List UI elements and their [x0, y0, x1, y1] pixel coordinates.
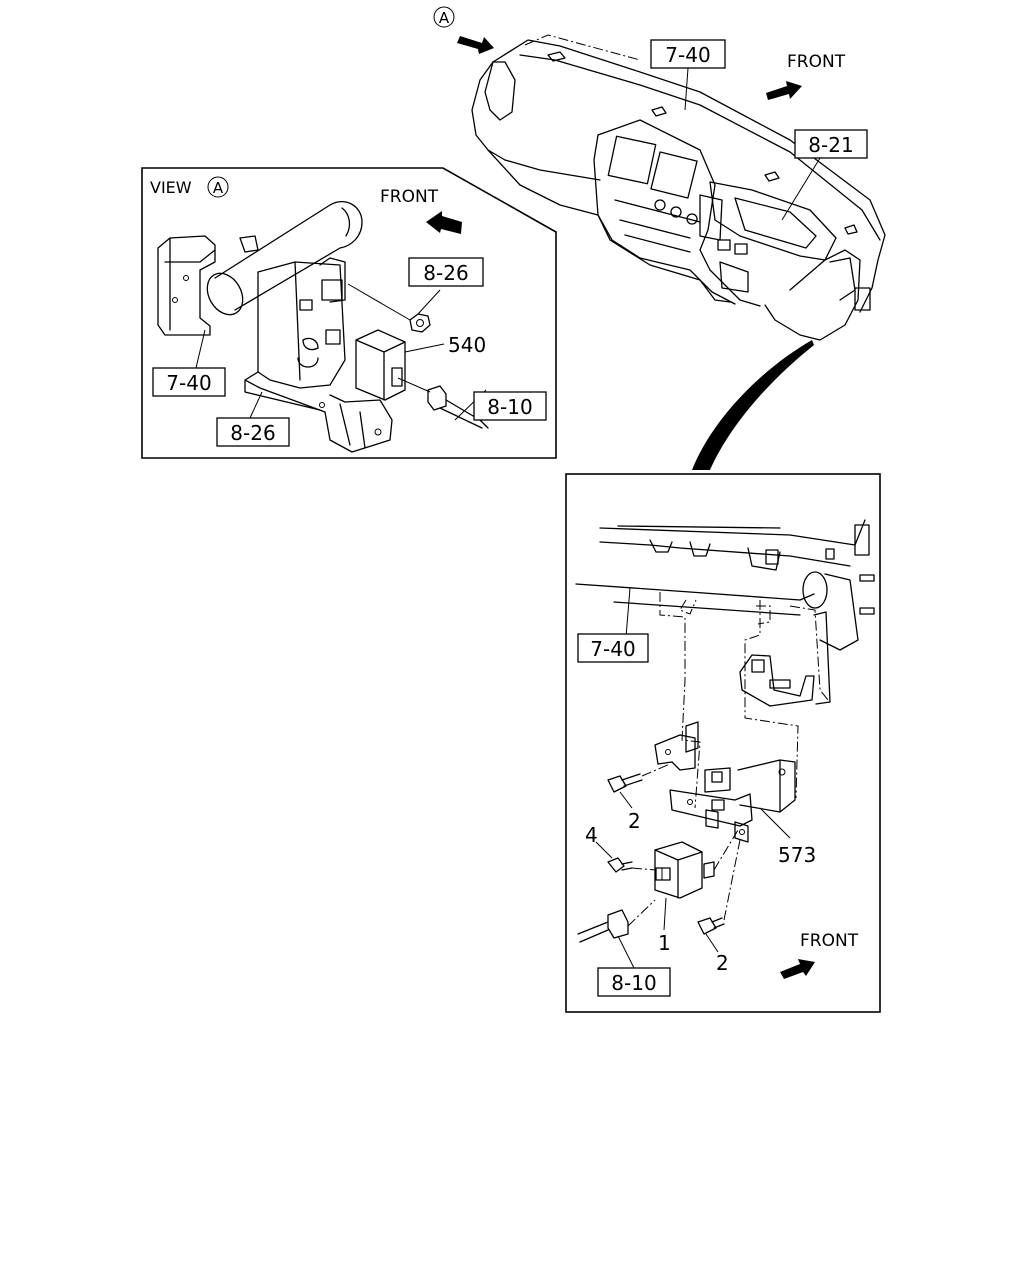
part-2-upper-label: 2 [628, 809, 641, 833]
part-2-lower-label: 2 [716, 951, 729, 975]
ref-8-26-top: 8-26 [408, 257, 484, 287]
ref-8-21-text: 8-21 [808, 133, 853, 157]
ref-8-26-bottom-text: 8-26 [230, 421, 275, 445]
view-a-front-label: FRONT [380, 187, 439, 207]
part-1-label: 1 [658, 931, 671, 955]
ref-8-10-view-a: 8-10 [473, 391, 547, 421]
ref-8-26-bottom: 8-26 [216, 417, 290, 447]
front-arrow-top [766, 81, 802, 100]
arrow-view-direction [457, 36, 494, 54]
detail-panel [565, 473, 881, 1013]
ref-8-21: 8-21 [794, 129, 868, 159]
ref-7-40-view-a-text: 7-40 [166, 371, 211, 395]
part-4-label: 4 [585, 823, 598, 847]
ref-8-26-top-text: 8-26 [423, 261, 468, 285]
ref-7-40-detail-text: 7-40 [590, 637, 635, 661]
ref-7-40-detail: 7-40 [577, 633, 649, 663]
marker-a-top-letter: A [439, 9, 450, 27]
front-arrow-detail [780, 959, 815, 979]
view-a-front-arrow [426, 211, 462, 234]
part-540-label: 540 [448, 333, 486, 357]
dashboard-assembly [471, 34, 886, 341]
ref-8-10-detail: 8-10 [597, 967, 671, 997]
part-573-label: 573 [778, 843, 816, 867]
detail-callout-arrow [692, 340, 814, 470]
marker-a-top: A [433, 6, 455, 28]
front-label-top: FRONT [787, 52, 846, 72]
view-a-title: VIEW [150, 178, 192, 197]
ref-7-40-top-text: 7-40 [665, 43, 710, 67]
ref-7-40-view-a: 7-40 [152, 367, 226, 397]
front-label-detail: FRONT [800, 931, 859, 951]
view-a-marker: A [213, 179, 224, 197]
view-a-panel: VIEW A FRONT [141, 167, 557, 459]
ref-8-10-view-a-text: 8-10 [487, 395, 532, 419]
ref-8-10-detail-text: 8-10 [611, 971, 656, 995]
ref-7-40-top: 7-40 [650, 39, 726, 69]
